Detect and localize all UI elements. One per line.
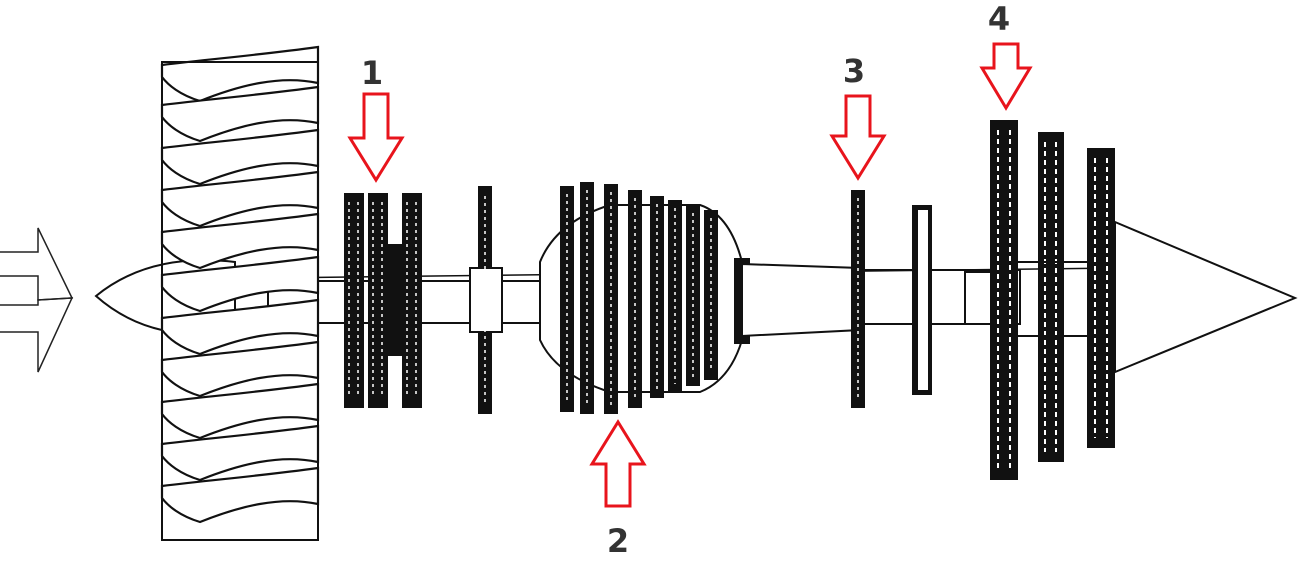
- marker-arrow-1-icon: [347, 92, 405, 183]
- fan-blade: [160, 128, 320, 186]
- lp-compressor: [344, 193, 422, 408]
- fan-blade: [160, 45, 320, 103]
- fan-blade: [160, 424, 320, 482]
- fan-frame: [161, 61, 319, 541]
- hpc-disk: [668, 200, 682, 392]
- marker-arrow-2-icon: [589, 419, 647, 508]
- marker-label-2: 2: [607, 522, 629, 560]
- marker-arrow-4-icon: [979, 42, 1033, 111]
- fan-blade: [160, 212, 320, 270]
- marker-label-3: 3: [843, 52, 865, 90]
- marker-arrows: [347, 42, 1033, 508]
- lp-turbine: [990, 120, 1115, 480]
- fan-blade: [160, 255, 320, 313]
- fan-blades: [160, 45, 320, 541]
- fan-blade: [160, 340, 320, 398]
- marker-label-4: 4: [988, 0, 1010, 38]
- inlet-arrow-top-icon: [0, 227, 74, 301]
- intermediate-disk: [469, 186, 503, 414]
- fan-blade: [160, 382, 320, 440]
- marker-labels: 1 2 3 4: [361, 0, 1010, 560]
- hpc-disk: [686, 205, 700, 386]
- fan-blade: [160, 85, 320, 143]
- inlet-flow-arrows: [0, 227, 74, 373]
- exhaust-cone: [1114, 220, 1298, 374]
- hp-compressor: [539, 182, 750, 414]
- fan-blade: [160, 298, 320, 356]
- inlet-arrow-bottom-icon: [0, 297, 74, 373]
- fan-blade: [160, 170, 320, 228]
- marker-label-1: 1: [361, 54, 383, 92]
- fan-blade: [160, 466, 320, 524]
- marker-arrow-3-icon: [829, 94, 887, 181]
